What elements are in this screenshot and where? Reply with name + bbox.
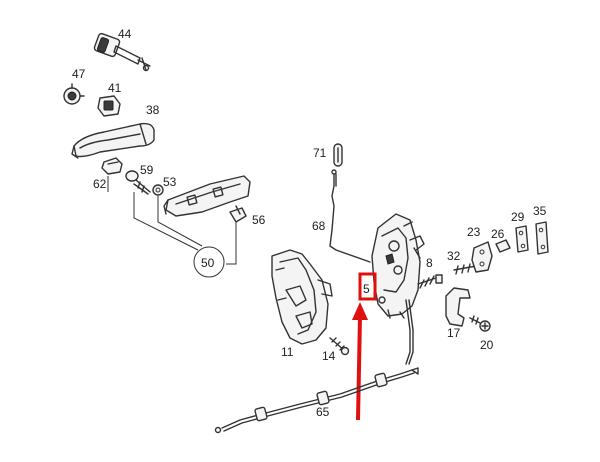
part-65-bowden-cable (214, 367, 419, 434)
part-56-clip (229, 205, 247, 223)
part-14-screw (329, 337, 350, 356)
part-68-control-rod (329, 169, 371, 263)
callout-38: 38 (146, 103, 160, 117)
part-23-striker (471, 241, 493, 273)
callout-44: 44 (118, 27, 132, 41)
part-41-bracket (97, 95, 121, 117)
handle-carrier-frame (163, 175, 251, 217)
callout-41: 41 (108, 81, 122, 95)
callout-71: 71 (313, 146, 327, 160)
part-50-set-leaders (107, 176, 237, 278)
part-26-shim (495, 239, 511, 253)
callout-14: 14 (322, 349, 336, 363)
callout-23: 23 (467, 225, 481, 239)
part-17-bracket (445, 287, 471, 327)
callout-53: 53 (163, 175, 177, 189)
callout-68: 68 (312, 219, 326, 233)
part-35-plate (535, 221, 549, 255)
callout-35: 35 (533, 204, 547, 218)
callout-8: 8 (426, 256, 433, 270)
callout-32: 32 (447, 249, 461, 263)
part-59-bolt (125, 170, 151, 195)
part-71-rod-clip (333, 143, 343, 167)
part-53-bushing (152, 184, 164, 196)
highlight-box (358, 272, 377, 301)
callout-47: 47 (72, 67, 86, 81)
part-5-release-cable (405, 299, 414, 365)
part-5-door-lock (371, 213, 425, 319)
highlight-arrow (352, 302, 368, 421)
callout-20: 20 (480, 338, 494, 352)
callout-11: 11 (281, 345, 294, 359)
part-20-screw (469, 315, 491, 332)
part-38-door-handle (71, 122, 155, 159)
callout-26: 26 (491, 227, 505, 241)
part-62-clip (101, 157, 123, 175)
callout-56: 56 (252, 213, 266, 227)
callout-65: 65 (316, 405, 330, 419)
part-11-lock-housing (271, 249, 333, 345)
callout-29: 29 (511, 210, 525, 224)
callout-5: 5 (363, 282, 370, 296)
part-44-lock-cylinder (93, 32, 151, 72)
callout-62: 62 (93, 177, 107, 191)
part-8-screw (417, 274, 443, 289)
part-47-cap (63, 83, 85, 105)
part-29-plate (515, 225, 529, 253)
callout-17: 17 (447, 326, 461, 340)
callout-59: 59 (140, 163, 154, 177)
callout-50: 50 (201, 256, 215, 270)
